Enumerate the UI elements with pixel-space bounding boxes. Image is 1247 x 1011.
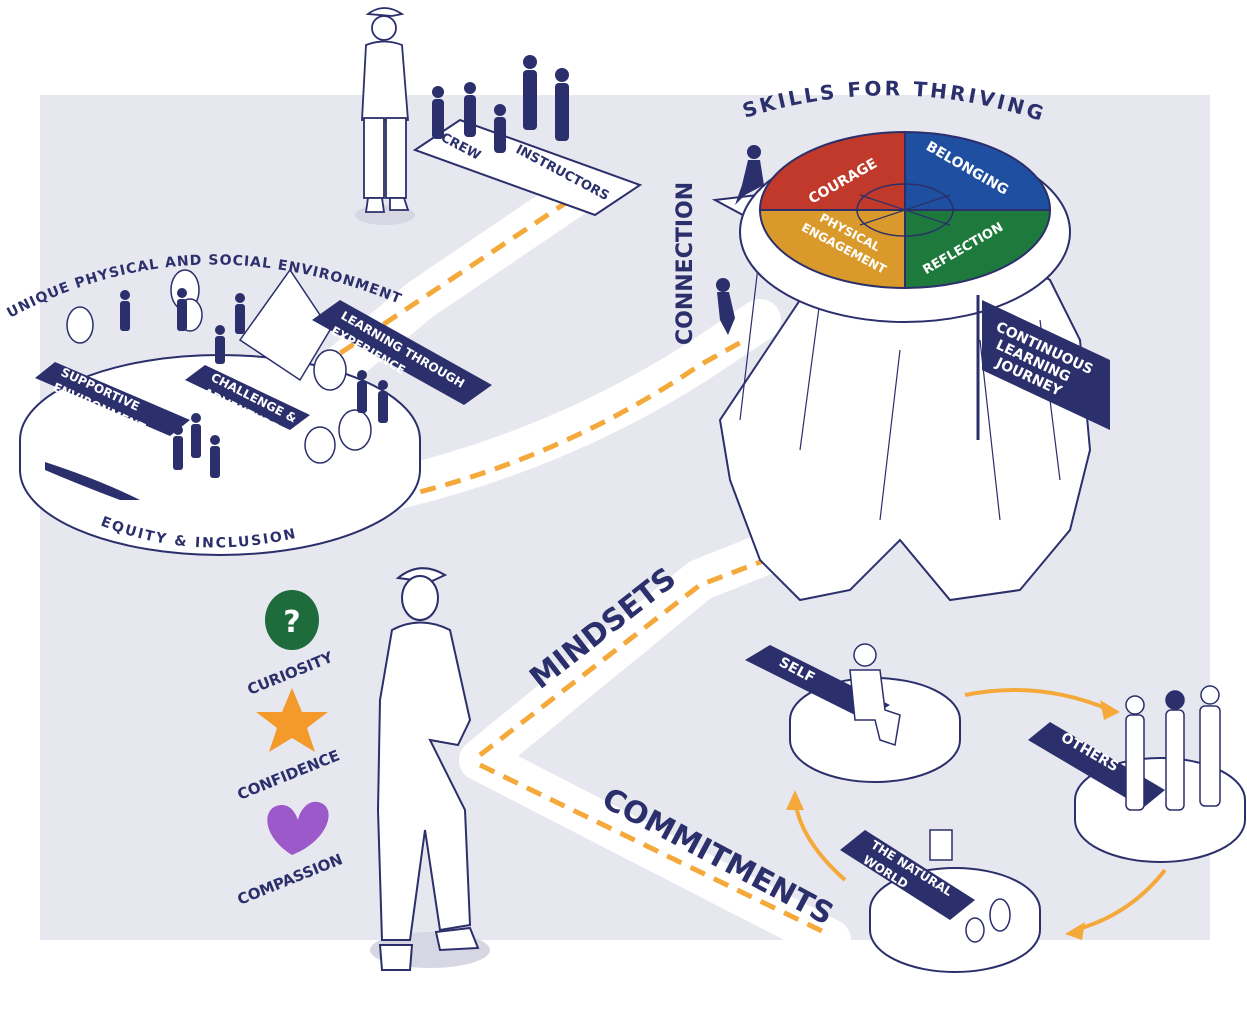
person-top	[355, 7, 415, 225]
crew-platform: CREW INSTRUCTORS	[412, 55, 643, 217]
canoe-icon	[45, 462, 140, 500]
wheel-belonging	[904, 130, 1052, 211]
flag-icon	[982, 300, 1110, 430]
skills-wheel: COURAGE BELONGING PHYSICAL ENGAGEMENT RE…	[758, 130, 1052, 290]
wheel-courage	[758, 130, 906, 211]
arrow-others-to-nature	[1074, 868, 1167, 932]
heart-icon	[267, 801, 329, 855]
others-platform: OTHERS	[1028, 685, 1246, 863]
connection-label: CONNECTION	[673, 182, 698, 345]
person-foreground	[370, 567, 490, 971]
wheel-physical	[758, 209, 906, 290]
star-icon	[256, 688, 328, 752]
question-icon	[265, 590, 319, 650]
arrowheads	[786, 700, 1120, 940]
question-mark: ?	[283, 605, 300, 640]
wheel-reflection	[904, 209, 1052, 290]
self-platform: SELF	[745, 643, 961, 783]
arrow-self-to-others	[964, 688, 1111, 712]
climbers	[716, 145, 764, 335]
